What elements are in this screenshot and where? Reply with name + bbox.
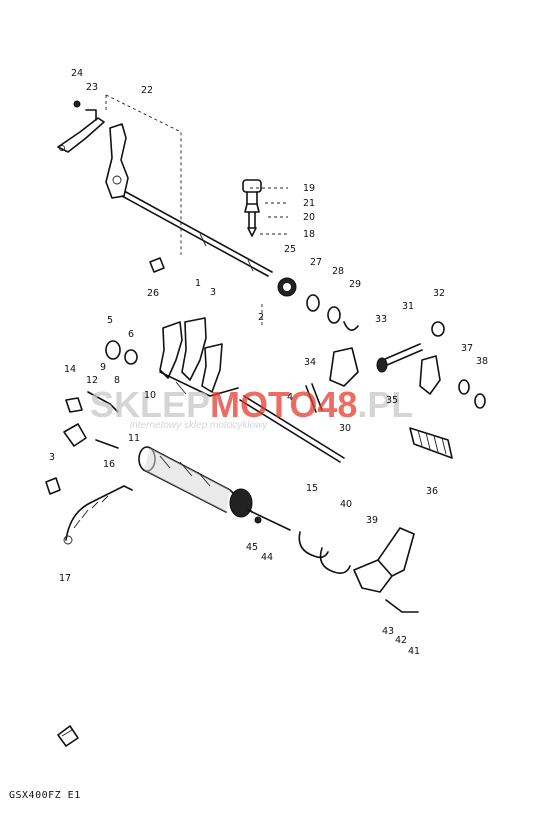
part-label: 12 — [86, 375, 98, 386]
part-label: 42 — [395, 635, 407, 646]
part-label: 25 — [284, 244, 296, 255]
right-side-assembly — [305, 321, 486, 413]
part-label: 24 — [71, 68, 83, 79]
part-label: 17 — [59, 573, 71, 584]
part-label: 45 — [246, 542, 258, 553]
part-label: 18 — [303, 229, 315, 240]
part-label: 5 — [107, 315, 113, 326]
rubber-boot — [409, 427, 453, 459]
part-label: 28 — [332, 266, 344, 277]
watermark-brand-sklep: SKLEP — [90, 384, 210, 425]
part-label: 15 — [306, 483, 318, 494]
part-label: 34 — [304, 357, 316, 368]
fork-shaft — [239, 395, 345, 463]
watermark-brand-pl: .PL — [357, 384, 413, 425]
watermark-tagline: internetowy sklep motocyklowy — [130, 420, 268, 431]
part-label: 26 — [147, 288, 159, 299]
part-label: 3 — [49, 452, 55, 463]
part-label: 21 — [303, 198, 315, 209]
watermark-brand-48: 48 — [317, 384, 357, 425]
part-label: 4 — [287, 392, 293, 403]
part-label: 43 — [382, 626, 394, 637]
shift-drum — [138, 446, 291, 531]
part-label: 1 — [195, 278, 201, 289]
part-label: 23 — [86, 82, 98, 93]
part-label: 8 — [114, 375, 120, 386]
part-label: 16 — [103, 459, 115, 470]
part-label: 36 — [426, 486, 438, 497]
part-label: 30 — [339, 423, 351, 434]
bolt-stack — [242, 179, 262, 237]
part-label: 19 — [303, 183, 315, 194]
model-code-footer: GSX400FZ E1 — [9, 790, 81, 801]
part-label: 14 — [64, 364, 76, 375]
linkage-rod-top-left — [57, 100, 105, 153]
part-label: 6 — [128, 329, 134, 340]
part-label: 22 — [141, 85, 153, 96]
part-label: 3 — [210, 287, 216, 298]
part-label: 38 — [476, 356, 488, 367]
watermark-brand: SKLEPMOTO48.PL — [90, 384, 413, 425]
part-label: 20 — [303, 212, 315, 223]
watermark-brand-moto: MOTO — [210, 384, 317, 425]
part-label: 31 — [402, 301, 414, 312]
bearing-and-rings — [149, 257, 359, 331]
springs-and-lower-lever — [254, 516, 419, 613]
small-parts-left — [45, 340, 138, 495]
small-component-bottom-left — [57, 725, 79, 747]
part-label: 11 — [128, 433, 140, 444]
part-label: 9 — [100, 362, 106, 373]
part-label: 33 — [375, 314, 387, 325]
part-label: 44 — [261, 552, 273, 563]
part-label: 35 — [386, 395, 398, 406]
part-labels: 24 23 22 19 21 20 18 25 27 28 29 26 1 3 … — [49, 68, 488, 657]
part-label: 32 — [433, 288, 445, 299]
leader-lines — [105, 94, 288, 328]
part-label: 37 — [461, 343, 473, 354]
part-label: 29 — [349, 279, 361, 290]
spring-link — [63, 485, 133, 545]
part-label: 10 — [144, 390, 156, 401]
watermark: SKLEPMOTO48.PL internetowy sklep motocyk… — [90, 384, 413, 431]
part-label: 40 — [340, 499, 352, 510]
part-label: 2 — [258, 312, 264, 323]
part-label: 39 — [366, 515, 378, 526]
part-label: 41 — [408, 646, 420, 657]
gearshift-shaft-assembly — [105, 123, 273, 277]
shift-forks — [159, 317, 239, 397]
part-label: 27 — [310, 257, 322, 268]
